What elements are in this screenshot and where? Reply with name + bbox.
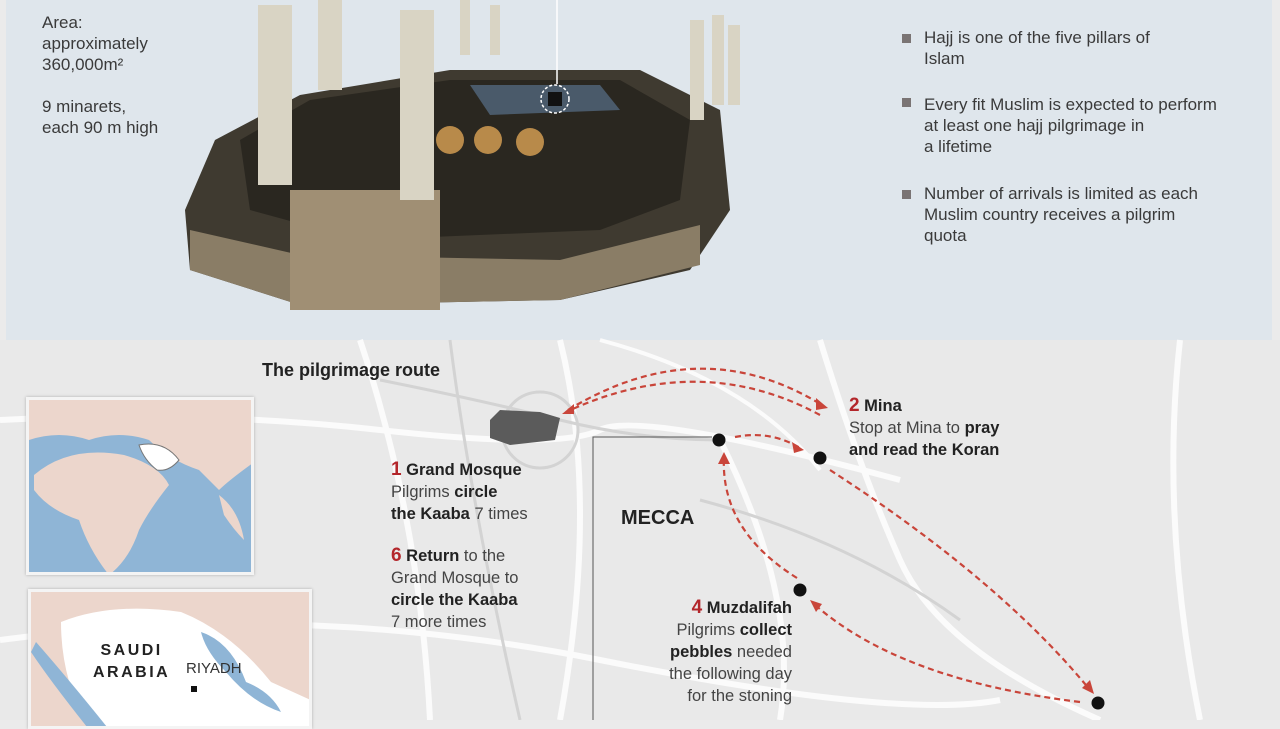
bullet-icon xyxy=(902,98,911,107)
area-label: Area: xyxy=(42,13,83,32)
stop-name: Grand Mosque xyxy=(406,461,522,479)
stop-grand-mosque: 1 Grand Mosque Pilgrims circle the Kaaba… xyxy=(391,459,528,525)
route-title: The pilgrimage route xyxy=(262,360,441,380)
area-fact: Area: approximately 360,000m² xyxy=(42,12,148,75)
stop-text: collect xyxy=(739,621,792,639)
hajj-fact-3: Number of arrivals is limited as each Mu… xyxy=(924,183,1198,246)
fact-line: Islam xyxy=(924,49,965,68)
stop-text: 7 times xyxy=(469,505,528,523)
stop-text: circle xyxy=(454,483,498,501)
hajj-fact-2: Every fit Muslim is expected to perform … xyxy=(924,94,1217,157)
fact-line: quota xyxy=(924,226,967,245)
stop-text: Stop at Mina to xyxy=(849,419,965,437)
stop-name: Return xyxy=(406,547,460,565)
stop-text: to the xyxy=(459,547,506,565)
stop-text: Pilgrims xyxy=(676,621,740,639)
bullet-icon xyxy=(902,34,911,43)
route-arrows xyxy=(565,367,1091,704)
minarets-fact: 9 minarets, each 90 m high xyxy=(42,96,158,138)
country-label-line: ARABIA xyxy=(93,664,171,681)
saudi-arabia-locator-map: SAUDI ARABIA RIYADH xyxy=(28,589,312,729)
city-label-mecca: MECCA xyxy=(621,507,695,529)
stop-number: 6 xyxy=(391,545,402,566)
fact-line: Hajj is one of the five pillars of xyxy=(924,28,1150,47)
stop-text: 7 more times xyxy=(391,613,487,631)
stop-text: Grand Mosque to xyxy=(391,569,519,587)
route-stops xyxy=(712,433,1105,710)
fact-line: Number of arrivals is limited as each xyxy=(924,184,1198,203)
stop-text: for the stoning xyxy=(687,687,792,705)
stop-number: 1 xyxy=(391,459,402,480)
stop-muzdalifah: 4 Muzdalifah Pilgrims collect pebbles ne… xyxy=(669,597,792,707)
fact-line: Muslim country receives a pilgrim xyxy=(924,205,1176,224)
stop-text: Pilgrims xyxy=(391,483,455,501)
grand-mosque-footprint xyxy=(490,410,560,445)
capital-label: RIYADH xyxy=(186,660,242,677)
fact-line: Every fit Muslim is expected to perform xyxy=(924,95,1217,114)
roads-secondary xyxy=(379,339,961,720)
fact-line: a lifetime xyxy=(924,137,993,156)
area-qualifier: approximately xyxy=(42,34,148,53)
area-value: 360,000m² xyxy=(42,55,124,74)
stop-text: the following day xyxy=(669,665,792,683)
stop-text: needed xyxy=(732,643,792,661)
stop-number: 4 xyxy=(691,597,703,618)
stop-return: 6 Return to the Grand Mosque to circle t… xyxy=(391,545,519,633)
stop-mina: 2 Mina Stop at Mina to pray and read the… xyxy=(849,395,999,461)
stop-text: pray xyxy=(964,419,1000,437)
hajj-fact-1: Hajj is one of the five pillars of Islam xyxy=(924,27,1150,69)
stop-name: Mina xyxy=(864,397,902,415)
grand-mosque-illustration xyxy=(185,0,740,310)
world-locator-map xyxy=(26,397,254,575)
route-arrowheads xyxy=(562,398,1094,694)
stop-text: and read the Koran xyxy=(849,441,1000,459)
fact-line: at least one hajj pilgrimage in xyxy=(924,116,1145,135)
stop-text: the Kaaba xyxy=(391,505,470,523)
minarets-height: each 90 m high xyxy=(42,118,159,137)
stop-number: 2 xyxy=(849,395,860,416)
bullet-icon xyxy=(902,190,911,199)
stop-text: circle the Kaaba xyxy=(391,591,518,609)
stop-text: pebbles xyxy=(669,643,733,661)
country-label-line: SAUDI xyxy=(100,642,163,659)
capital-marker-icon xyxy=(191,686,197,692)
stop-name: Muzdalifah xyxy=(706,599,792,617)
world-map-shapes xyxy=(29,400,251,572)
minarets-count: 9 minarets, xyxy=(42,97,127,116)
mecca-boundary-line xyxy=(592,436,712,720)
saudi-map-shapes xyxy=(31,608,309,726)
country-label: SAUDI ARABIA xyxy=(93,640,170,684)
